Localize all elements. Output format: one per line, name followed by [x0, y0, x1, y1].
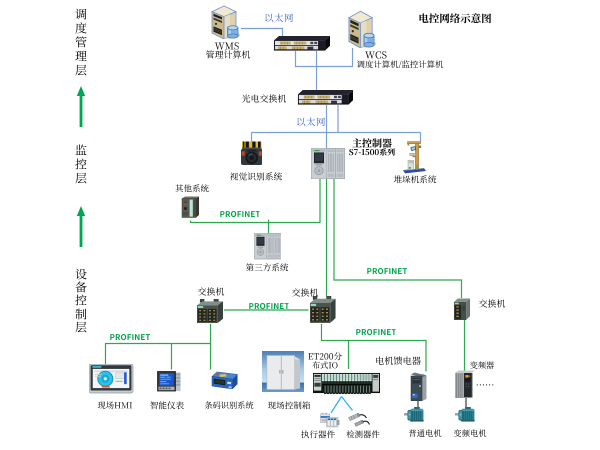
icon-valve-actuators	[319, 412, 341, 428]
icon-third-party-plc	[253, 233, 281, 260]
label-wms-desc	[205, 49, 250, 60]
icon-motor-feeder	[410, 371, 427, 401]
label-vision-system	[229, 172, 283, 181]
label-et200-line1	[308, 352, 343, 361]
icon-other-plc	[181, 196, 200, 218]
icon-switch-mid	[309, 296, 337, 324]
label-ethernet-1	[264, 13, 294, 23]
icon-sensors	[347, 411, 370, 427]
label-switch-left	[197, 287, 224, 297]
label-profinet-1	[219, 210, 260, 219]
icon-vision-camera	[240, 141, 262, 166]
icon-smart-meter	[157, 370, 182, 394]
label-field-hmi	[97, 401, 132, 410]
label-et200-line2	[312, 360, 338, 370]
label-profinet-4	[110, 333, 151, 342]
label-standard-motor	[408, 429, 441, 438]
wire-switch-mid-down	[320, 324, 427, 372]
wire-wms-to-core-switch	[241, 27, 284, 37]
label-switch-mid	[291, 288, 318, 298]
label-detectors	[346, 430, 380, 439]
label-optical-switch	[241, 94, 286, 104]
wire-plc-to-switch-right	[333, 179, 463, 298]
icon-wcs-server	[345, 8, 377, 48]
label-wms-name	[214, 41, 239, 51]
icon-switch-right	[453, 297, 472, 321]
label-control-box	[267, 401, 310, 410]
label-profinet-2	[367, 267, 408, 276]
label-vfd	[469, 360, 494, 370]
wire-et200-to-sensors	[340, 396, 354, 411]
label-barcode-system	[204, 401, 253, 410]
icon-standard-motor	[404, 407, 426, 422]
label-stacker-system	[393, 175, 436, 184]
wire-core-switch-drop-left	[294, 48, 354, 68]
label-ethernet-2	[296, 117, 326, 127]
layer-up-arrow-1	[76, 86, 86, 127]
label-third-party	[245, 263, 289, 272]
label-wcs-name	[365, 50, 387, 60]
icon-switch-left	[196, 299, 225, 324]
icon-barcode-scanner	[210, 370, 239, 389]
icon-field-hmi	[89, 364, 134, 394]
icon-control-cabinet	[262, 350, 305, 392]
icon-et200-rack	[313, 371, 380, 397]
label-vfd-ellipsis	[476, 377, 495, 387]
label-smart-meter	[150, 401, 184, 410]
icon-wms-server	[208, 3, 241, 39]
label-profinet-3	[248, 302, 289, 311]
wire-left-bus	[104, 342, 211, 365]
icon-main-plc	[311, 147, 345, 179]
label-actuators	[300, 430, 335, 439]
layer-device-control	[75, 268, 87, 334]
wire-plc-to-other-system	[189, 179, 321, 224]
label-profinet-5	[355, 328, 396, 337]
icon-core-switch	[272, 36, 330, 52]
layer-up-arrow-2	[76, 206, 86, 247]
icon-vfd-motor	[455, 407, 477, 422]
label-main-controller	[352, 137, 392, 149]
icon-optical-switch	[296, 90, 353, 106]
label-motor-feeder	[375, 355, 421, 366]
diagram-title	[418, 13, 492, 24]
label-controller-model	[349, 148, 395, 157]
icon-stacker-crane	[403, 140, 426, 175]
layer-dispatch-mgmt	[75, 8, 87, 78]
label-other-system	[174, 184, 209, 193]
label-wcs-desc	[356, 59, 444, 69]
label-vfd-motor	[453, 429, 486, 438]
wire-et200-to-actuators	[330, 396, 343, 414]
label-switch-right	[478, 299, 506, 309]
icon-vfd-drive	[455, 370, 475, 398]
layer-monitoring	[75, 144, 87, 186]
